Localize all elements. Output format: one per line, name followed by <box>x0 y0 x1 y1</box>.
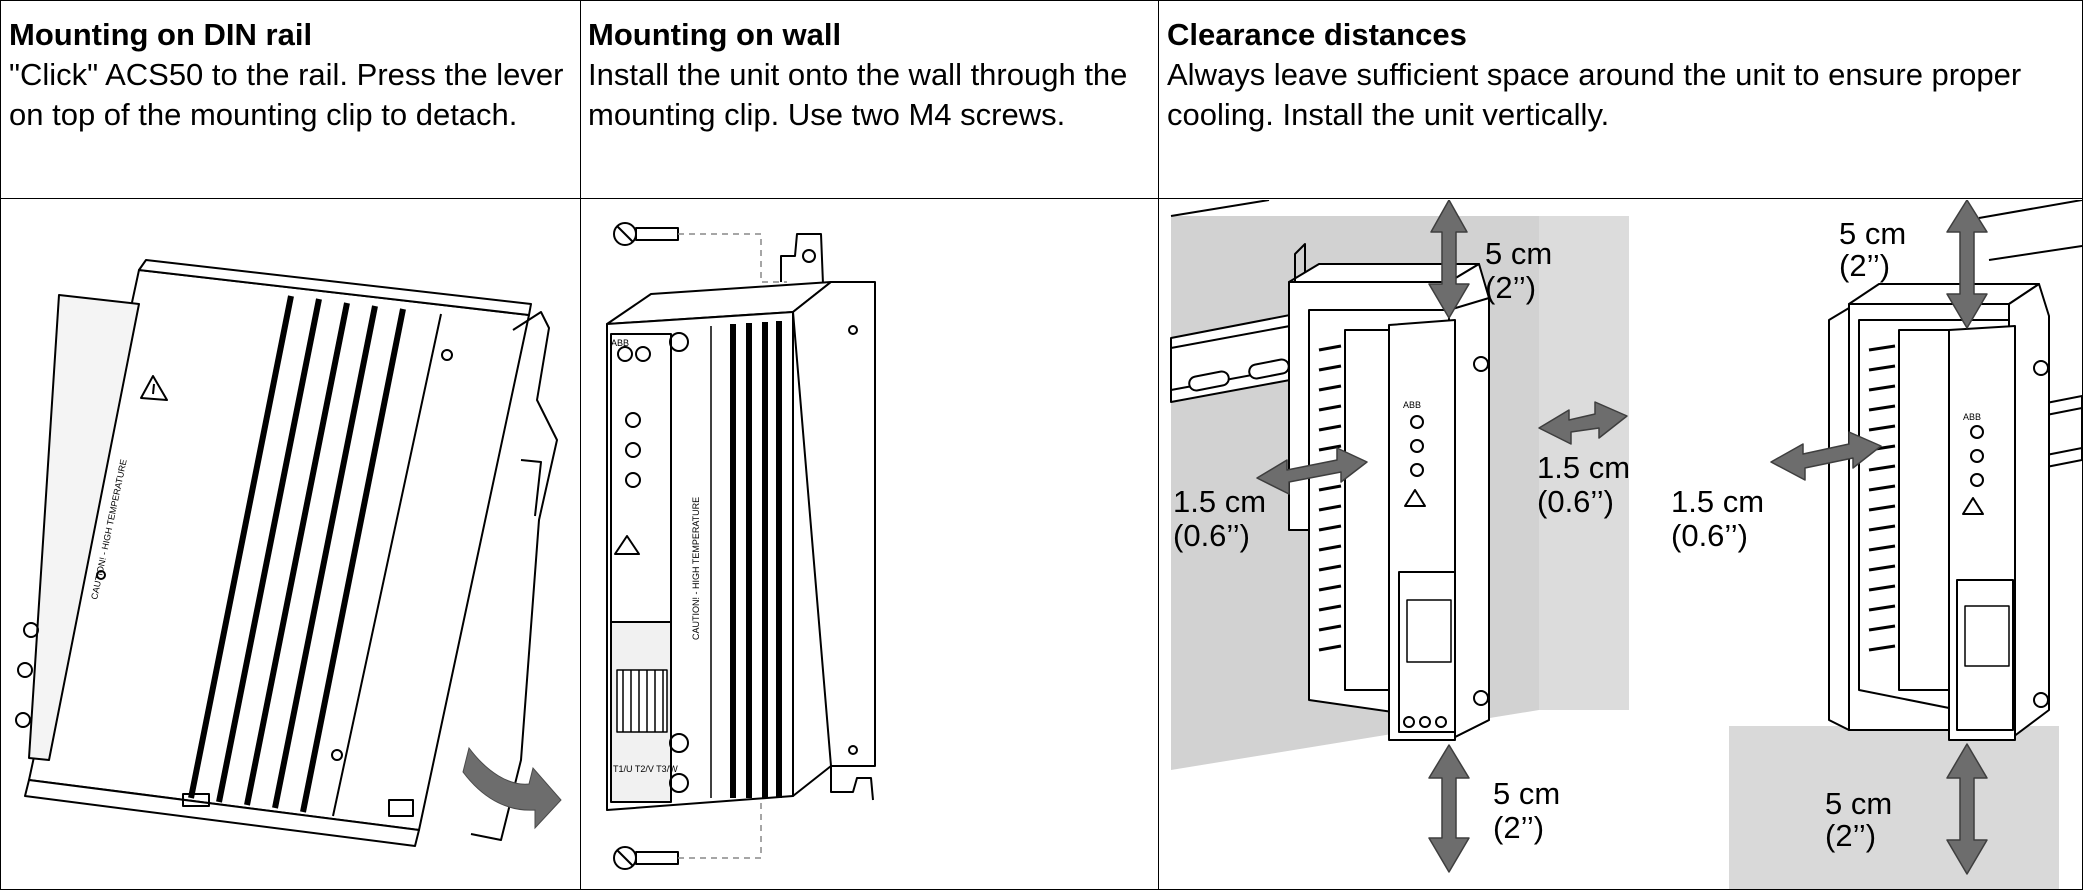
clearance-side-mid-cm: 1.5 cm <box>1537 450 1630 485</box>
clearance-side-mid-in: (0.6’’) <box>1537 484 1614 519</box>
clearance-top-left-in: (2’’) <box>1485 270 1536 305</box>
arrow-bottom-right-icon <box>1946 743 1988 875</box>
brand-label-wall: ABB <box>611 338 629 348</box>
din-rail-header: Mounting on DIN rail "Click" ACS50 to th… <box>9 15 574 135</box>
clearance-bottom-right-in: (2’’) <box>1825 818 1876 853</box>
wall-figure: ABB CAUTION! - HIGH TEMPERATURE T1/U T2/… <box>581 200 1158 889</box>
caution-label-2: CAUTION! - HIGH TEMPERATURE <box>691 497 701 640</box>
clearance-text: Always leave sufficient space around the… <box>1167 57 2022 132</box>
clearance-title: Clearance distances <box>1167 17 1467 52</box>
clearance-header: Clearance distances Always leave suffici… <box>1167 15 2047 135</box>
column-divider-1 <box>580 1 581 889</box>
bottom-screw-icon <box>613 846 679 870</box>
clearance-side-left-in: (0.6’’) <box>1173 518 1250 553</box>
arrow-top-left-icon <box>1428 200 1470 319</box>
clearance-bottom-left-in: (2’’) <box>1493 810 1544 845</box>
clearance-side-left-cm: 1.5 cm <box>1173 484 1266 519</box>
arrow-top-right-icon <box>1946 200 1988 329</box>
wall-right-base <box>1729 726 2059 889</box>
brand-label-left: ABB <box>1403 400 1421 410</box>
din-rail-title: Mounting on DIN rail <box>9 17 313 52</box>
clearance-top-right-cm: 5 cm <box>1839 216 1906 251</box>
clearance-side-right-in: (0.6’’) <box>1671 518 1748 553</box>
wall-title: Mounting on wall <box>588 17 842 52</box>
header-divider <box>1 198 2082 199</box>
arrow-bottom-left-icon <box>1428 744 1470 873</box>
terminal-label-wall: T1/U T2/V T3/W <box>613 764 678 774</box>
top-screw-icon <box>613 222 679 246</box>
clearance-top-right-in: (2’’) <box>1839 248 1890 283</box>
clearance-figure: ABB ABB 5 cm (2’’) 1.5 cm (0.6’’) 1.5 cm… <box>1159 200 2082 889</box>
arrow-side-left-icon <box>1256 447 1368 495</box>
brand-label-right: ABB <box>1963 412 1981 422</box>
column-divider-2 <box>1158 1 1159 889</box>
clearance-bottom-left-cm: 5 cm <box>1493 776 1560 811</box>
wall-header: Mounting on wall Install the unit onto t… <box>588 15 1153 135</box>
arrow-side-right-icon <box>1770 431 1882 481</box>
din-rail-text: "Click" ACS50 to the rail. Press the lev… <box>9 57 564 132</box>
clearance-bottom-right-cm: 5 cm <box>1825 786 1892 821</box>
wall-text: Install the unit onto the wall through t… <box>588 57 1128 132</box>
clearance-side-right-cm: 1.5 cm <box>1671 484 1764 519</box>
detach-arrow-icon <box>462 746 562 830</box>
clearance-top-left-cm: 5 cm <box>1485 236 1552 271</box>
arrow-side-mid-icon <box>1538 401 1628 445</box>
din-rail-figure: CAUTION! - HIGH TEMPERATURE <box>1 200 579 889</box>
